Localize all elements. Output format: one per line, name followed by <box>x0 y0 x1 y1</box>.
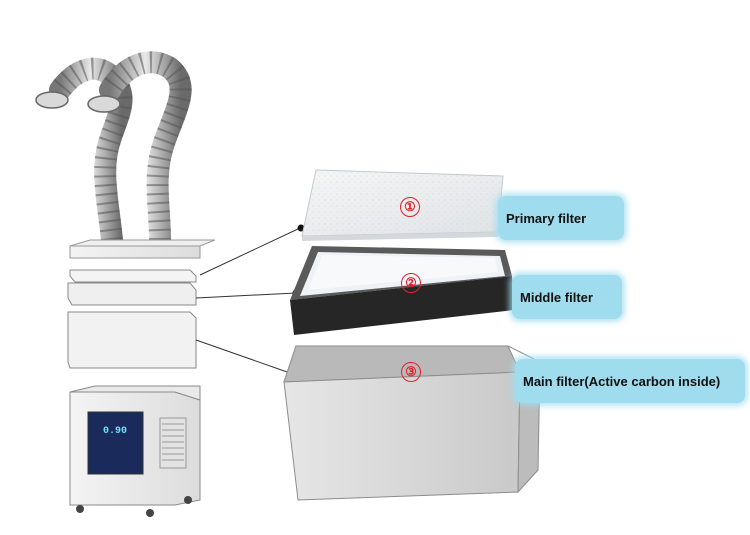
connector-lines <box>195 227 301 374</box>
label-middle-filter: Middle filter <box>512 275 622 319</box>
filter-number-3: ③ <box>401 362 421 382</box>
flexible-arm-left <box>35 57 133 251</box>
layer-main-small <box>67 311 197 369</box>
label-main-filter: Main filter(Active carbon inside) <box>515 359 745 403</box>
fume-extractor-device <box>35 51 216 517</box>
flexible-arm-right <box>87 51 192 251</box>
label-primary-filter: Primary filter <box>498 196 624 240</box>
layer-middle-small <box>67 282 197 306</box>
top-cover-plate <box>69 245 201 259</box>
device-display: 0.90 <box>102 426 127 437</box>
connector-dot-1 <box>297 224 305 232</box>
filter-number-1: ① <box>400 197 420 217</box>
middle-filter-cartridge <box>290 246 514 335</box>
cabinet <box>69 385 201 517</box>
layer-primary-small <box>69 269 197 283</box>
filter-number-2: ② <box>401 273 421 293</box>
